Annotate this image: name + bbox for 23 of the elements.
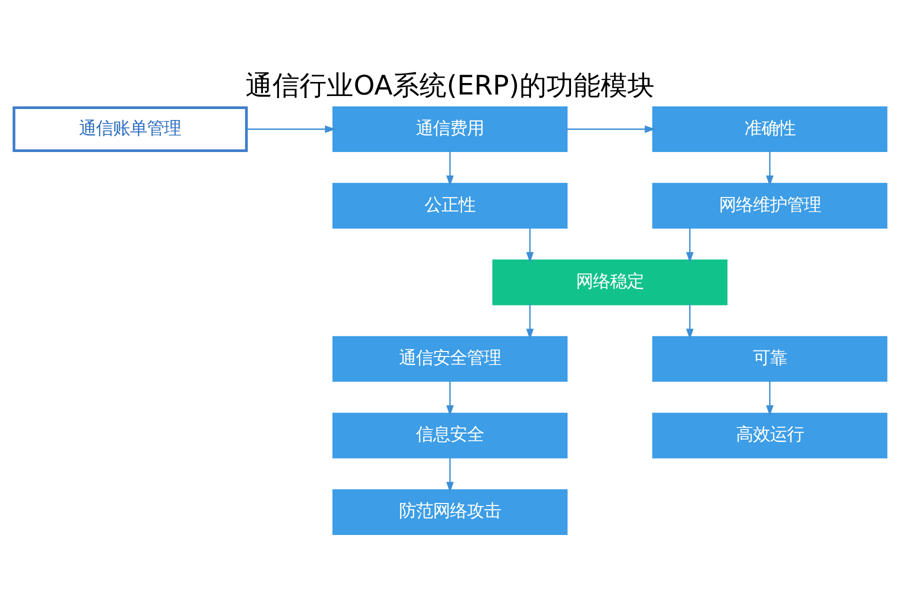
node-box: 高效运行 xyxy=(652,412,888,458)
node-box: 通信账单管理 xyxy=(12,106,248,152)
node-box: 通信费用 xyxy=(332,106,568,152)
arrow xyxy=(686,227,694,262)
node-box: 通信安全管理 xyxy=(332,336,568,382)
arrow xyxy=(766,150,774,186)
arrow xyxy=(446,456,454,492)
arrow xyxy=(766,380,774,416)
node-box: 公正性 xyxy=(332,182,568,228)
node-box: 防范网络攻击 xyxy=(332,488,568,534)
arrow xyxy=(526,227,534,262)
node-box: 信息安全 xyxy=(332,412,568,458)
arrow xyxy=(526,304,534,339)
diagram-title: 通信行业OA系统(ERP)的功能模块 xyxy=(246,70,654,101)
node-box: 网络维护管理 xyxy=(652,182,888,228)
node-box: 可靠 xyxy=(652,336,888,382)
arrow xyxy=(446,380,454,416)
arrow xyxy=(566,124,656,132)
node-box: 准确性 xyxy=(652,106,888,152)
arrow xyxy=(246,124,336,132)
node-box: 网络稳定 xyxy=(492,259,728,305)
arrow xyxy=(686,304,694,339)
arrow xyxy=(446,150,454,186)
